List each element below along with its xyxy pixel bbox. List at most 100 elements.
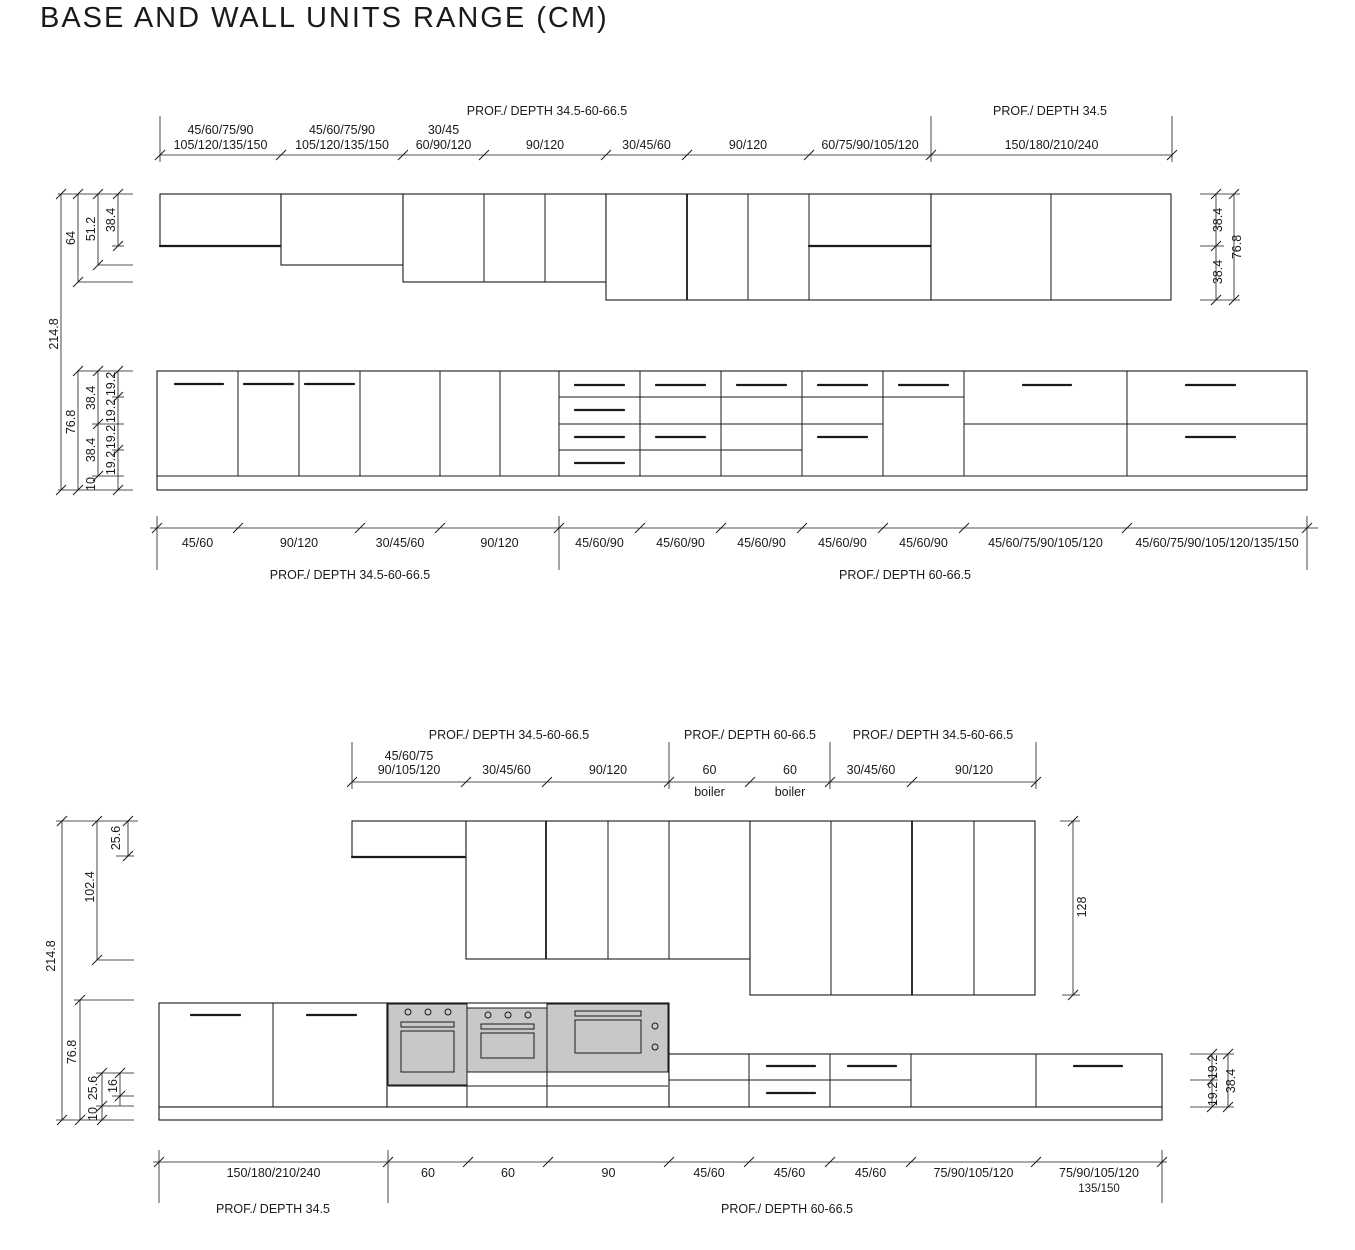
dimension-tick bbox=[634, 522, 646, 534]
dimension-tick bbox=[460, 776, 472, 788]
d1-dim-10: 10 bbox=[84, 477, 98, 491]
d2-base-width: 60 bbox=[501, 1166, 515, 1180]
dimension-tick bbox=[663, 1156, 675, 1168]
d2-plinth bbox=[158, 1106, 1163, 1121]
d1-dim-51-2: 51.2 bbox=[84, 217, 98, 241]
dimension-tick bbox=[346, 776, 358, 788]
d2-wall-depth-1: PROF./ DEPTH 34.5-60-66.5 bbox=[429, 728, 590, 742]
d2-dim-16: 16 bbox=[106, 1079, 120, 1093]
dimension-tick bbox=[382, 1156, 394, 1168]
d2-base-width: 75/90/105/120 bbox=[1059, 1166, 1139, 1180]
d1-handles bbox=[173, 382, 1237, 465]
dimension-tick bbox=[397, 149, 409, 161]
d2-dim-10: 10 bbox=[86, 1107, 100, 1121]
d2-wall-width: boiler bbox=[694, 785, 725, 799]
d1-wall-width: 150/180/210/240 bbox=[1005, 138, 1099, 152]
d2-base-width: 60 bbox=[421, 1166, 435, 1180]
d2-wall-dimensions: PROF./ DEPTH 34.5-60-66.5 PROF./ DEPTH 6… bbox=[346, 728, 1042, 799]
d2-wall-width: 90/120 bbox=[589, 763, 627, 777]
d1-base-width: 90/120 bbox=[480, 536, 518, 550]
d1-base-width: 30/45/60 bbox=[376, 536, 425, 550]
d1-base-units bbox=[156, 370, 1308, 491]
dimension-tick bbox=[232, 522, 244, 534]
d2-wall-width: 60 bbox=[783, 763, 797, 777]
d2-base-width: 90 bbox=[602, 1166, 616, 1180]
d1-dim-19-2-d: 19.2 bbox=[104, 451, 118, 475]
dimension-tick bbox=[553, 522, 565, 534]
d1-wall-width: 105/120/135/150 bbox=[295, 138, 389, 152]
d2-dim-25-6-base: 25.6 bbox=[86, 1076, 100, 1100]
dimension-tick bbox=[275, 149, 287, 161]
dimension-tick bbox=[478, 149, 490, 161]
d1-wall-unit bbox=[280, 193, 404, 266]
d2-right-base-dimensions: 19.2 19.2 38.4 bbox=[1190, 1048, 1238, 1113]
d1-wall-width: 45/60/75/90 bbox=[309, 123, 375, 137]
d1-wall-unit bbox=[402, 193, 607, 283]
d1-base-depth-right: PROF./ DEPTH 60-66.5 bbox=[839, 568, 971, 582]
dimension-tick bbox=[1301, 522, 1313, 534]
d1-base-width: 45/60/75/90/105/120/135/150 bbox=[1135, 536, 1298, 550]
d2-right-tall-dimension: 128 bbox=[1060, 815, 1089, 1001]
dimension-tick bbox=[600, 149, 612, 161]
dimension-tick bbox=[681, 149, 693, 161]
dimension-tick bbox=[803, 149, 815, 161]
d2-wall-width: 30/45/60 bbox=[847, 763, 896, 777]
d1-base-depth-left: PROF./ DEPTH 34.5-60-66.5 bbox=[270, 568, 431, 582]
dimension-tick bbox=[434, 522, 446, 534]
d1-right-dim-76-8: 76.8 bbox=[1230, 235, 1244, 259]
d1-wall-depth-left: PROF./ DEPTH 34.5-60-66.5 bbox=[467, 104, 628, 118]
d1-dim-19-2-c: 19.2 bbox=[104, 425, 118, 449]
d2-wall-width: 90/105/120 bbox=[378, 763, 441, 777]
d1-wall-depth-right: PROF./ DEPTH 34.5 bbox=[993, 104, 1107, 118]
d1-wall-units bbox=[158, 193, 1172, 301]
d1-wall-width: 60/75/90/105/120 bbox=[821, 138, 918, 152]
d1-wall-width: 105/120/135/150 bbox=[174, 138, 268, 152]
d2-wall-depth-2: PROF./ DEPTH 60-66.5 bbox=[684, 728, 816, 742]
dimension-tick bbox=[743, 1156, 755, 1168]
d1-base-width: 45/60/90 bbox=[737, 536, 786, 550]
d1-wall-dimensions: PROF./ DEPTH 34.5-60-66.5 PROF./ DEPTH 3… bbox=[154, 104, 1178, 162]
dimension-tick bbox=[958, 522, 970, 534]
d1-dim-19-2-a: 19.2 bbox=[104, 372, 118, 396]
d2-dim-total-height: 214.8 bbox=[44, 940, 58, 971]
d1-dim-38-4-bottom: 38.4 bbox=[84, 438, 98, 462]
d1-right-dim-38-4-b: 38.4 bbox=[1211, 260, 1225, 284]
d1-dim-total-height: 214.8 bbox=[47, 318, 61, 349]
d2-base-units bbox=[158, 1002, 1163, 1121]
dimension-tick bbox=[715, 522, 727, 534]
d2-dim-25-6: 25.6 bbox=[109, 826, 123, 850]
d1-base-width: 45/60/90 bbox=[656, 536, 705, 550]
d2-base-width: 45/60 bbox=[774, 1166, 805, 1180]
dimension-tick bbox=[1030, 776, 1042, 788]
d2-oven-3 bbox=[546, 1003, 669, 1073]
d2-dim-128: 128 bbox=[1075, 897, 1089, 918]
dimension-tick bbox=[905, 1156, 917, 1168]
d2-wall-width: 45/60/75 bbox=[385, 749, 434, 763]
dimension-tick bbox=[877, 522, 889, 534]
d1-wall-width: 90/120 bbox=[729, 138, 767, 152]
d2-wall-unit bbox=[749, 820, 1036, 996]
dimension-tick bbox=[542, 1156, 554, 1168]
dimension-tick bbox=[1156, 1156, 1168, 1168]
d1-wall-width: 30/45/60 bbox=[622, 138, 671, 152]
d2-base-width: 150/180/210/240 bbox=[227, 1166, 321, 1180]
d2-right-dim-38-4: 38.4 bbox=[1224, 1069, 1238, 1093]
dimension-tick bbox=[925, 149, 937, 161]
page-title: BASE AND WALL UNITS RANGE (CM) bbox=[40, 2, 609, 34]
d1-right-dimensions: 38.4 38.4 76.8 bbox=[1200, 188, 1244, 306]
d2-oven-1 bbox=[387, 1003, 468, 1086]
dimension-tick bbox=[541, 776, 553, 788]
dimension-tick bbox=[796, 522, 808, 534]
d1-dim-19-2-b: 19.2 bbox=[104, 399, 118, 423]
d1-wall-width: 90/120 bbox=[526, 138, 564, 152]
d1-dim-38-4-top: 38.4 bbox=[84, 386, 98, 410]
d2-wall-unit bbox=[351, 820, 467, 858]
d2-wall-units bbox=[350, 820, 1036, 996]
dimension-tick bbox=[1030, 1156, 1042, 1168]
dimension-tick bbox=[354, 522, 366, 534]
d1-base-width: 45/60/90 bbox=[899, 536, 948, 550]
dimension-tick bbox=[1166, 149, 1178, 161]
d2-right-dim-19-2-b: 19.2 bbox=[1206, 1082, 1220, 1106]
